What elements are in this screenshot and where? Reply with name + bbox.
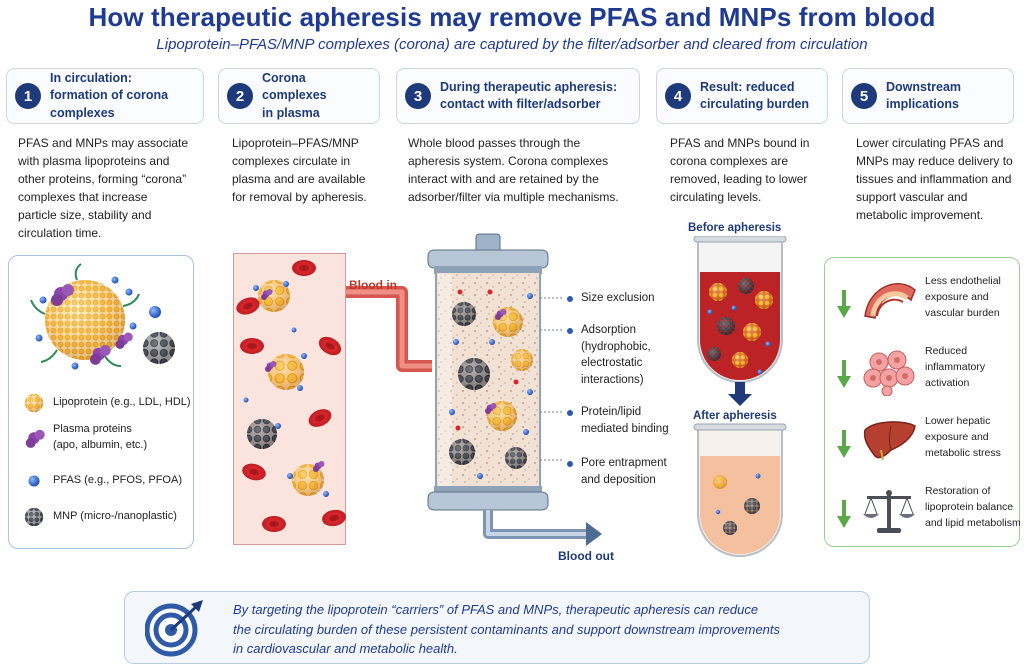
step-number-badge: 5: [851, 83, 877, 109]
legend-item-pfas: PFAS (e.g., PFOS, PFOA): [23, 470, 182, 492]
conclusion-line: the circulating burden of these persiste…: [233, 621, 781, 637]
cells-icon: [863, 350, 915, 396]
plasma-panel: [233, 253, 347, 545]
legend-item-mnp: MNP (micro-/nanoplastic): [23, 506, 177, 528]
legend-item-plasma-proteins: Plasma proteins(apo, albumin, etc.): [23, 422, 147, 454]
target-icon: [145, 600, 203, 657]
step-number-badge: 1: [15, 83, 41, 109]
step-3-header: 3 During therapeutic apheresis: contact w…: [396, 68, 640, 124]
step-title-line: contact with filter/adsorber: [440, 97, 601, 111]
liver-icon: [863, 421, 916, 461]
corona-complex-illustration: [30, 263, 175, 370]
page-title: How therapeutic apheresis may remove PFA…: [88, 2, 936, 32]
step-title-line: implications: [886, 97, 959, 111]
after-apheresis-label: After apheresis: [693, 410, 777, 422]
conclusion-box: By targeting the lipoprotein “carriers” …: [124, 591, 870, 664]
arrow-down-icon: [837, 430, 851, 458]
blood-in-label: Blood in: [349, 278, 397, 292]
mechanism-size-exclusion: Size exclusion: [567, 290, 655, 307]
arrow-down-icon: [837, 360, 851, 388]
step-4-header: 4 Result: reduced circulating burden: [656, 68, 828, 124]
lipoprotein-icon: [24, 393, 44, 413]
step-title-line: in plasma: [262, 105, 320, 120]
blood-out-label: Blood out: [558, 549, 614, 563]
apheresis-column: [346, 233, 602, 546]
bullet-icon: [567, 410, 573, 416]
bullet-icon: [567, 461, 573, 467]
plasma-protein-icon: [25, 429, 45, 448]
plasma-particles: [234, 260, 347, 532]
pfas-icon: [28, 475, 40, 487]
bullet-icon: [567, 296, 573, 302]
step-title-line: circulating burden: [700, 97, 810, 111]
step-number-badge: 3: [405, 83, 431, 109]
page-subtitle: Lipoprotein–PFAS/MNP complexes (corona) …: [156, 36, 868, 53]
mnp-icon: [24, 507, 44, 527]
step-title-line: Downstream: [886, 79, 962, 94]
legend-panel: Lipoprotein (e.g., LDL, HDL) Plasma prot…: [8, 255, 194, 549]
step-1-header: 1 In circulation: formation of corona com…: [6, 68, 204, 124]
step-title-line: formation of corona complexes: [50, 88, 169, 120]
test-tubes: [693, 236, 787, 557]
bullet-icon: [567, 328, 573, 334]
arrow-down-icon: [837, 290, 851, 318]
vessel-icon: [864, 283, 916, 319]
legend-item-lipoprotein: Lipoprotein (e.g., LDL, HDL): [23, 392, 191, 414]
before-apheresis-label: Before apheresis: [688, 222, 782, 234]
step-title-line: During therapeutic apheresis:: [440, 79, 618, 94]
step-title-line: In circulation:: [50, 70, 132, 85]
conclusion-line: in cardiovascular and metabolic health.: [233, 641, 458, 656]
step-title-line: Result: reduced: [700, 79, 795, 94]
step-5-header: 5 Downstream implications: [842, 68, 1014, 124]
step-number-badge: 4: [665, 83, 691, 109]
conclusion-line: By targeting the lipoprotein “carriers” …: [233, 602, 759, 617]
scale-icon: [863, 490, 915, 533]
arrow-down-icon: [837, 500, 851, 528]
step-number-badge: 2: [227, 83, 253, 109]
step-2-header: 2 Corona complexes in plasma: [218, 68, 380, 124]
step-title-line: Corona complexes: [262, 70, 327, 103]
